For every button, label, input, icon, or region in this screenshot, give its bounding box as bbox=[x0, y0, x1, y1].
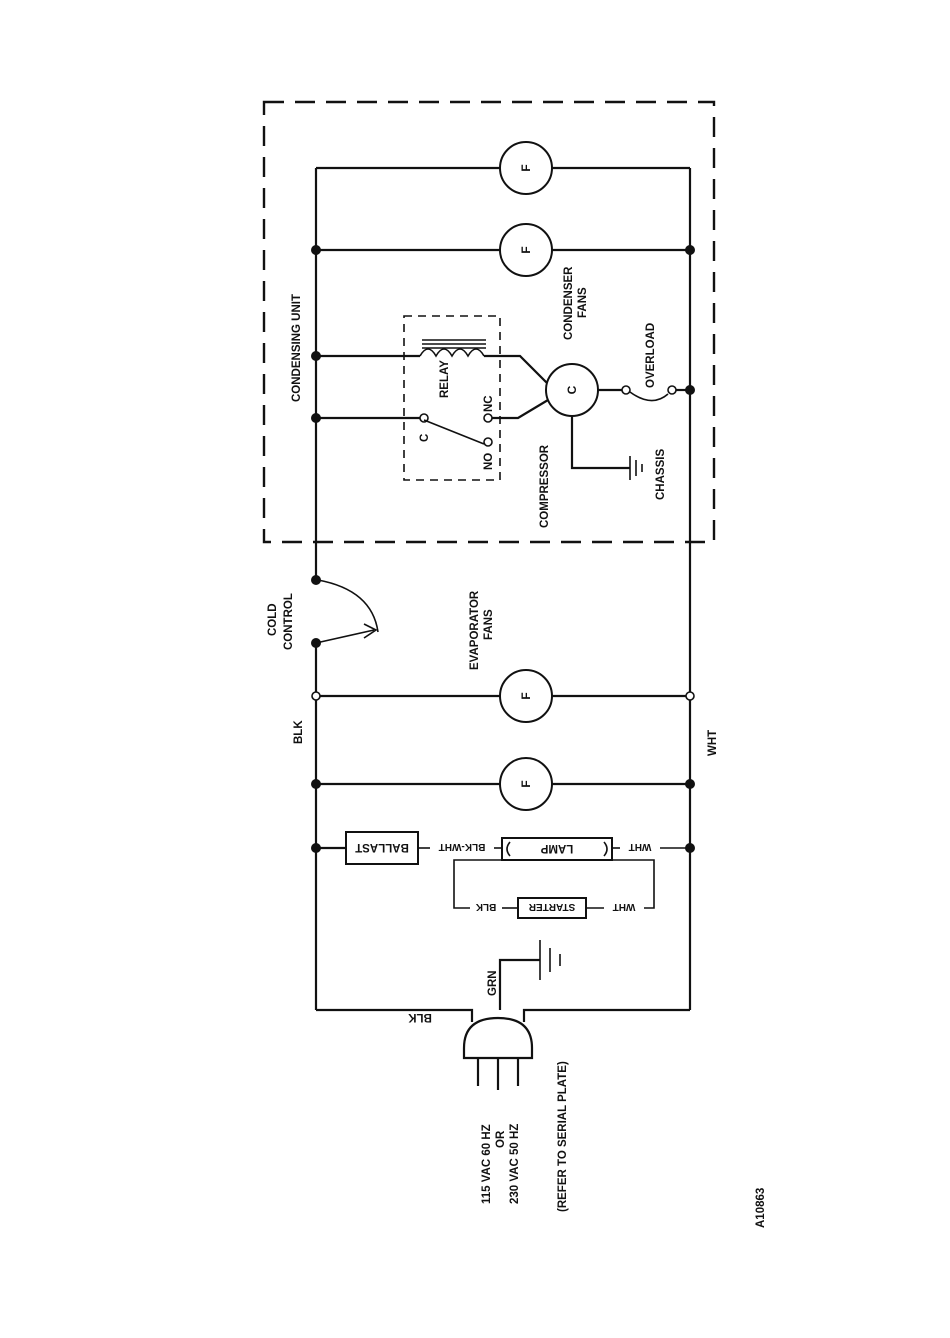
grn-label: GRN bbox=[487, 970, 499, 996]
plug-icon bbox=[464, 1018, 532, 1058]
condenser-fan-2-symbol: F bbox=[519, 246, 533, 253]
ballast-label: BALLAST bbox=[355, 841, 409, 853]
cold-control-label: CONTROL bbox=[283, 593, 295, 650]
blk-wht-label: BLK-WHT bbox=[439, 841, 486, 852]
evaporator-fans-label: EVAPORATOR bbox=[469, 590, 481, 670]
condenser-fan-1-symbol: F bbox=[519, 164, 533, 171]
relay-label: RELAY bbox=[439, 360, 451, 398]
overload-switch bbox=[630, 392, 668, 401]
junction-open bbox=[686, 692, 694, 700]
wht-to-plug bbox=[524, 1010, 690, 1022]
junction-dot bbox=[311, 843, 321, 853]
junction-open bbox=[312, 692, 320, 700]
supply-or-label: OR bbox=[495, 1130, 507, 1148]
relay-c-label: C bbox=[419, 434, 431, 442]
lamp-wht-label: WHT bbox=[629, 841, 652, 852]
starter-loop-left bbox=[454, 860, 506, 908]
overload-terminal bbox=[668, 386, 676, 394]
lamp-label: LAMP bbox=[540, 842, 573, 854]
figure-id: A10863 bbox=[755, 1188, 767, 1228]
wht-bus-label: WHT bbox=[707, 730, 719, 756]
overload-terminal bbox=[622, 386, 630, 394]
chassis-label: CHASSIS bbox=[655, 449, 667, 500]
overload-label: OVERLOAD bbox=[645, 323, 657, 388]
junction-dot bbox=[311, 245, 321, 255]
junction-dot bbox=[685, 843, 695, 853]
condenser-fans-label: CONDENSER bbox=[563, 266, 575, 340]
junction-dot bbox=[311, 351, 321, 361]
relay-to-compressor bbox=[484, 356, 548, 384]
starter-wht-label: WHT bbox=[613, 901, 636, 912]
compressor-symbol: C bbox=[565, 385, 579, 394]
supply-115-label: 115 VAC 60 HZ bbox=[481, 1124, 493, 1204]
cold-control-label: COLD bbox=[267, 603, 279, 636]
cold-control-arc bbox=[318, 580, 378, 632]
blk-to-plug bbox=[316, 1010, 472, 1022]
plug-blk-label: BLK bbox=[407, 1011, 431, 1023]
compressor-label: COMPRESSOR bbox=[539, 444, 551, 528]
supply-230-label: 230 VAC 50 HZ bbox=[509, 1124, 521, 1204]
relay-switch-arm bbox=[424, 420, 484, 444]
condenser-fans-label: FANS bbox=[577, 287, 589, 318]
evaporator-fan-2-symbol: F bbox=[519, 780, 533, 787]
relay-terminal-nc bbox=[484, 414, 492, 422]
junction-dot bbox=[685, 779, 695, 789]
serial-plate-note: (REFER TO SERIAL PLATE) bbox=[557, 1061, 569, 1212]
junction-dot bbox=[311, 413, 321, 423]
relay-no-label: NO bbox=[483, 453, 495, 470]
evaporator-fan-1-symbol: F bbox=[519, 692, 533, 699]
relay-terminal-no bbox=[484, 438, 492, 446]
junction-dot bbox=[685, 385, 695, 395]
evaporator-fans-label: FANS bbox=[483, 609, 495, 640]
relay-coil bbox=[420, 349, 484, 356]
starter-label: STARTER bbox=[528, 901, 575, 912]
junction-dot bbox=[685, 245, 695, 255]
starter-loop-right bbox=[608, 860, 654, 908]
relay-nc-label: NC bbox=[483, 395, 495, 412]
grn-wire bbox=[500, 960, 540, 1010]
junction-dot bbox=[311, 779, 321, 789]
condensing-unit-label: CONDENSING UNIT bbox=[291, 294, 303, 402]
starter-blk-label: BLK bbox=[475, 901, 496, 912]
blk-bus-label: BLK bbox=[293, 720, 305, 744]
chassis-wire bbox=[572, 416, 630, 468]
